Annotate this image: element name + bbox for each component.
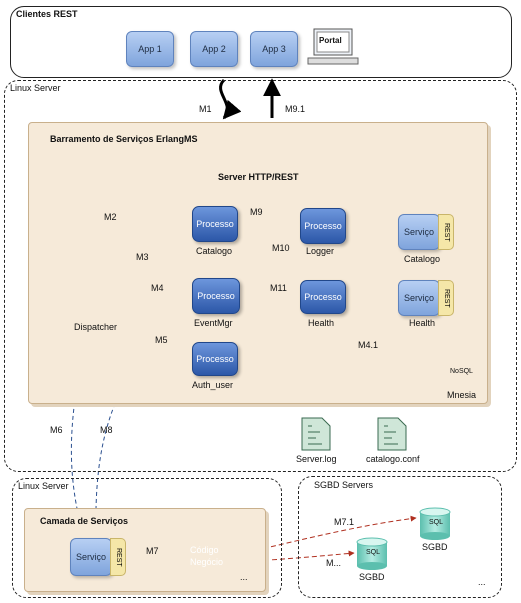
bus-title: Barramento de Serviços ErlangMS [50, 134, 198, 144]
layer-service[interactable]: Serviço REST [70, 538, 128, 576]
m11-label: M11 [270, 283, 287, 293]
m1-label: M1 [199, 104, 212, 114]
m1-arrow [219, 78, 242, 120]
business-line2: Negócio [190, 557, 224, 567]
linux-server-top-group [4, 80, 517, 472]
linux-server-bottom-title: Linux Server [18, 481, 69, 491]
server-log-label: Server.log [296, 454, 337, 464]
m91-label: M9.1 [285, 104, 306, 114]
m6-label: M6 [50, 425, 63, 435]
service-catalogo[interactable]: Serviço REST [398, 214, 454, 250]
m10-label: M10 [272, 243, 290, 253]
m4-label: M4 [151, 283, 164, 293]
process-logger-box[interactable]: Processo [300, 208, 346, 244]
process-eventmgr-label: EventMgr [194, 318, 233, 328]
app1-box[interactable]: App 1 [126, 31, 174, 67]
m41-label: M4.1 [358, 340, 379, 350]
m-dots-label: M... [326, 558, 341, 568]
process-logger-label: Logger [306, 246, 335, 256]
portal-computer-icon [307, 28, 359, 65]
process-catalogo-box[interactable]: Processo [192, 206, 238, 242]
bus-panel [28, 122, 488, 404]
m2-label: M2 [104, 212, 117, 222]
sgbd-db2-icon [356, 537, 388, 570]
mnesia-label: Mnesia [447, 390, 477, 400]
service-layer-panel [24, 508, 266, 592]
m3-label: M3 [136, 252, 149, 262]
layer-service-rest-tag: REST [110, 538, 126, 576]
process-auth-box[interactable]: Processo [192, 342, 238, 376]
m5-label: M5 [155, 335, 168, 345]
m8-arrow [95, 300, 186, 539]
service-catalogo-label: Catalogo [404, 254, 441, 264]
m8-label: M8 [100, 425, 113, 435]
clientes-rest-group [10, 6, 512, 78]
service-health-label: Health [409, 318, 436, 328]
service-health-box: Serviço [398, 280, 440, 316]
sgbd-servers-group [298, 476, 502, 598]
server-log-file-icon [301, 417, 331, 451]
service-catalogo-rest-tag: REST [438, 214, 454, 250]
process-eventmgr-box[interactable]: Processo [192, 278, 240, 314]
sgbd-db2-label: SGBD [359, 572, 385, 582]
service-health-rest-tag: REST [438, 280, 454, 316]
catalogo-conf-label: catalogo.conf [366, 454, 420, 464]
service-layer-title: Camada de Serviços [40, 516, 129, 526]
sgbd-db1-icon [419, 507, 451, 540]
sgbd-db1-label: SGBD [422, 542, 448, 552]
sgbd-db1-text: SQL [429, 519, 444, 526]
m9-label: M9 [250, 207, 263, 217]
sgbd-ellipsis: ... [478, 577, 486, 587]
layer-service-box: Serviço [70, 538, 112, 576]
app2-box[interactable]: App 2 [190, 31, 238, 67]
portal-label: Portal [319, 36, 342, 45]
http-server-label: Server HTTP/REST [218, 172, 299, 182]
process-health-box[interactable]: Processo [300, 280, 346, 314]
sgbd-servers-title: SGBD Servers [314, 480, 374, 490]
app3-box[interactable]: App 3 [250, 31, 298, 67]
mnesia-db-text: NoSQL [450, 368, 473, 375]
dispatcher-label: Dispatcher [74, 322, 118, 332]
process-catalogo-label: Catalogo [196, 246, 233, 256]
process-auth-label: Auth_user [192, 380, 234, 390]
clientes-rest-title: Clientes REST [16, 9, 78, 19]
service-layer-ellipsis: ... [240, 572, 248, 582]
business-line1: Código [190, 545, 219, 555]
m71-label: M7.1 [334, 517, 355, 527]
m7-label: M7 [146, 546, 159, 556]
service-health[interactable]: Serviço REST [398, 280, 454, 316]
sgbd-db2-text: SQL [366, 549, 381, 556]
service-catalogo-box: Serviço [398, 214, 440, 250]
linux-server-bottom-group [12, 478, 282, 598]
catalogo-conf-file-icon [377, 417, 407, 451]
linux-server-top-title: Linux Server [10, 83, 61, 93]
process-health-label: Health [308, 318, 335, 328]
